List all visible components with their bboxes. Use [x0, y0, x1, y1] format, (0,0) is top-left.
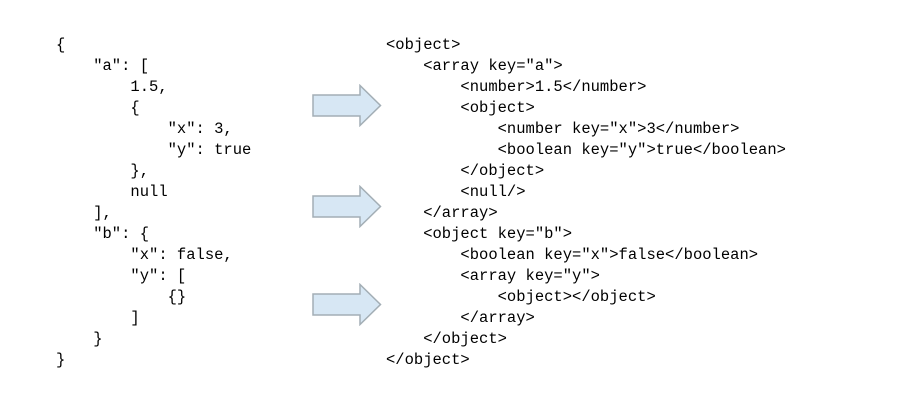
right-arrow-icon-3 — [312, 283, 382, 326]
right-arrow-shape — [312, 283, 382, 326]
xml-output-panel: <object> <array key="a"> <number>1.5</nu… — [386, 36, 786, 369]
json-source-panel: { "a": [ 1.5, { "x": 3, "y": true }, nul… — [56, 36, 252, 369]
right-arrow-icon-2 — [312, 185, 382, 228]
right-arrow-shape — [312, 84, 382, 127]
right-arrow-icon-1 — [312, 84, 382, 127]
right-arrow-shape — [312, 185, 382, 228]
